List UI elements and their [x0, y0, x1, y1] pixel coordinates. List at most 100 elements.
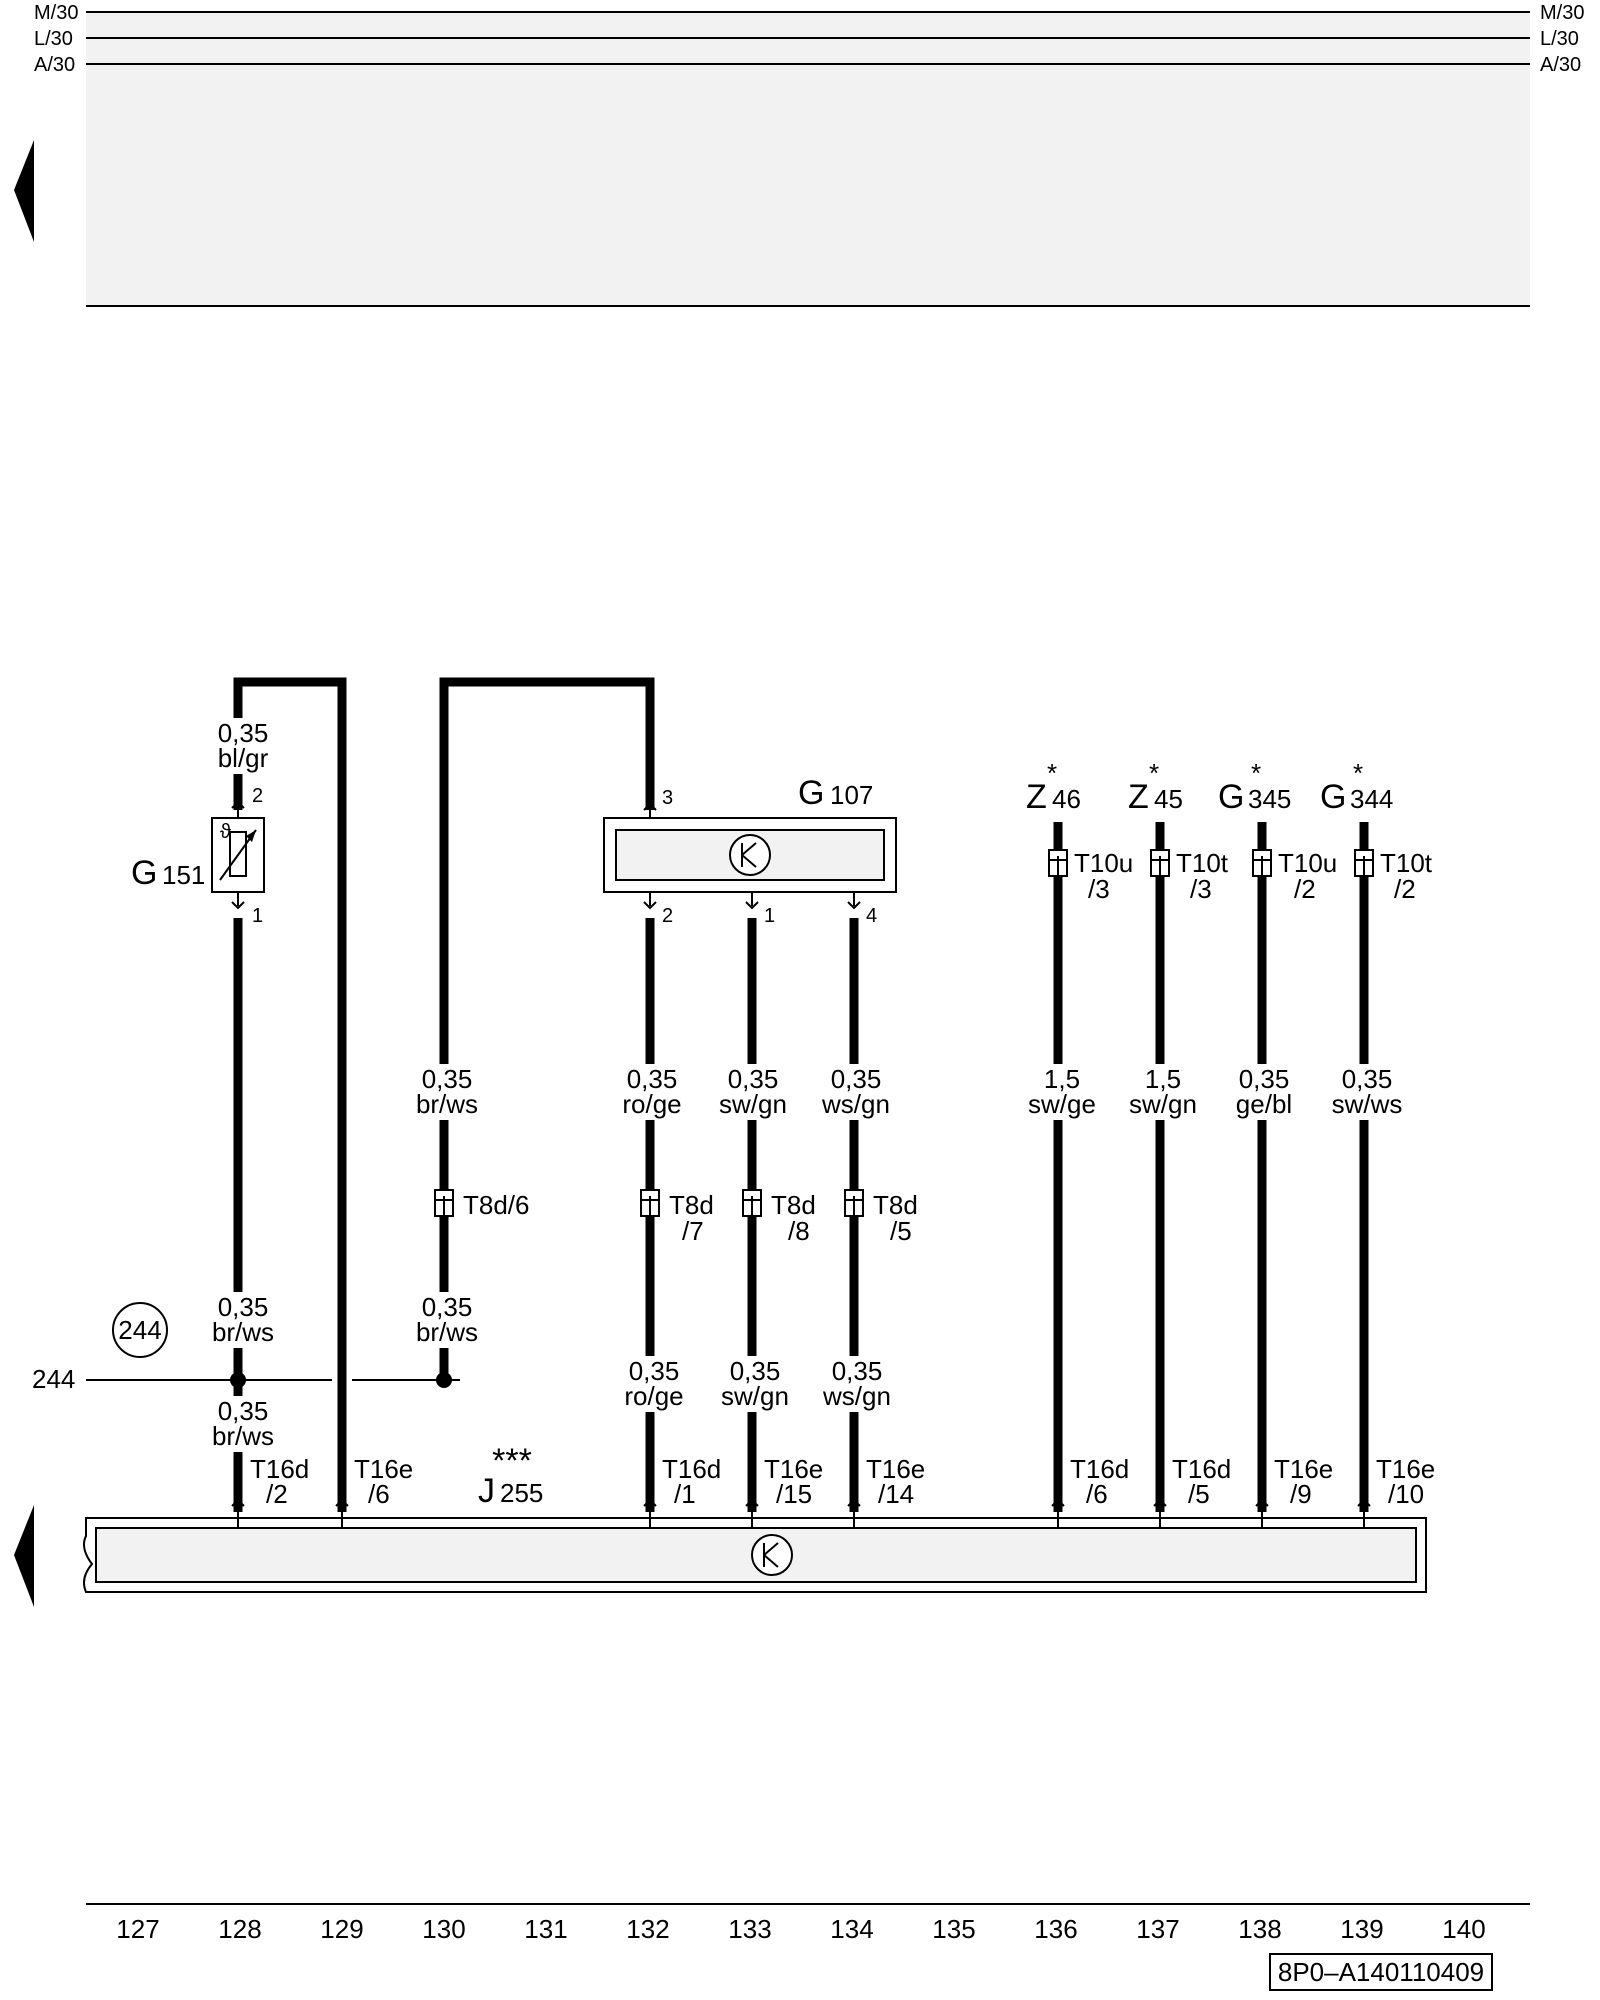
- svg-text:/14: /14: [878, 1479, 914, 1509]
- svg-text:0,35: 0,35: [218, 718, 269, 748]
- wire-label-139: 0,35 sw/ws: [1332, 1064, 1403, 1119]
- wire-label-133-lower: 0,35 sw/gn: [721, 1356, 789, 1411]
- connector-label-130: T8d/6: [463, 1190, 530, 1220]
- temperature-symbol-icon: ϑ: [220, 821, 231, 843]
- connector-label-134-a: T8d: [873, 1190, 918, 1220]
- svg-text:br/ws: br/ws: [212, 1421, 274, 1451]
- g151-pin-1: 1: [252, 905, 263, 927]
- g107-pin-1: 1: [764, 905, 775, 927]
- g107-pin-3: 3: [662, 787, 673, 809]
- wire-label-128-top: 0,35 bl/gr: [218, 718, 269, 773]
- column-number: 137: [1136, 1914, 1179, 1944]
- svg-text:sw/ws: sw/ws: [1332, 1089, 1403, 1119]
- svg-text:sw/gn: sw/gn: [1129, 1089, 1197, 1119]
- connector-label-133-a: T8d: [771, 1190, 816, 1220]
- svg-text:0,35: 0,35: [728, 1064, 779, 1094]
- doc-code: 8P0–A140110409: [1278, 1957, 1484, 1987]
- column-numbers: 127 128 129 130 131 132 133 134 135 136 …: [116, 1914, 1485, 1944]
- column-number: 136: [1034, 1914, 1077, 1944]
- column-number: 131: [524, 1914, 567, 1944]
- svg-text:1,5: 1,5: [1145, 1064, 1181, 1094]
- rail-label-l30-left: L/30: [34, 28, 73, 50]
- splice-point-130: [436, 1372, 452, 1388]
- terminal-label-128: T16d /2: [250, 1454, 309, 1509]
- g107-label-sub: 107: [830, 780, 873, 810]
- sensor-g151: ϑ: [211, 800, 265, 910]
- svg-text:0,35: 0,35: [422, 1292, 473, 1322]
- wire-label-133-upper: 0,35 sw/gn: [719, 1064, 787, 1119]
- svg-text:0,35: 0,35: [832, 1356, 883, 1386]
- g151-pin-2: 2: [252, 785, 263, 807]
- connector-t8d-7: [640, 1189, 660, 1217]
- svg-text:/1: /1: [674, 1479, 696, 1509]
- svg-text:ws/gn: ws/gn: [821, 1089, 890, 1119]
- ground-ref-circle-label: 244: [118, 1315, 161, 1345]
- connector-label-134-b: /5: [890, 1216, 912, 1246]
- fuse-panel-area: [86, 12, 1530, 306]
- arrow-left-icon: [14, 140, 34, 242]
- doc-code-box: [1269, 1953, 1493, 1991]
- svg-text:br/ws: br/ws: [416, 1089, 478, 1119]
- terminal-label-139: T16e /10: [1376, 1454, 1435, 1509]
- connector-t8d-6: [434, 1189, 454, 1217]
- column-number: 138: [1238, 1914, 1281, 1944]
- z45-star: *: [1149, 758, 1159, 788]
- svg-text:T16d: T16d: [662, 1454, 721, 1484]
- svg-text:0,35: 0,35: [730, 1356, 781, 1386]
- svg-text:sw/gn: sw/gn: [719, 1089, 787, 1119]
- svg-text:/15: /15: [776, 1479, 812, 1509]
- connector-label-138-b: /2: [1294, 874, 1316, 904]
- z46-star: *: [1047, 758, 1057, 788]
- svg-text:sw/ge: sw/ge: [1028, 1089, 1096, 1119]
- wire-130-132-loop: [439, 677, 655, 1384]
- svg-text:/5: /5: [1188, 1479, 1210, 1509]
- g107-pin-4: 4: [866, 905, 877, 927]
- z46-label-sub: 46: [1052, 784, 1081, 814]
- connector-t10u-3: [1048, 849, 1068, 877]
- connector-label-137-a: T10t: [1176, 848, 1229, 878]
- rail-label-m30-right: M/30: [1540, 2, 1584, 24]
- svg-text:0,35: 0,35: [831, 1064, 882, 1094]
- rail-label-a30-left: A/30: [34, 54, 75, 76]
- svg-text:/2: /2: [266, 1479, 288, 1509]
- sensor-g107: [603, 802, 897, 910]
- g344-label-main: G: [1320, 778, 1346, 816]
- wire-label-137: 1,5 sw/gn: [1129, 1064, 1197, 1119]
- svg-text:0,35: 0,35: [1342, 1064, 1393, 1094]
- rail-label-l30-right: L/30: [1540, 28, 1579, 50]
- svg-text:ro/ge: ro/ge: [622, 1089, 681, 1119]
- terminal-label-138: T16e /9: [1274, 1454, 1333, 1509]
- connector-label-139-a: T10t: [1380, 848, 1433, 878]
- rail-label-m30-left: M/30: [34, 2, 78, 24]
- wire-label-136: 1,5 sw/ge: [1028, 1064, 1096, 1119]
- connector-t8d-5: [844, 1189, 864, 1217]
- svg-text:br/ws: br/ws: [212, 1317, 274, 1347]
- g345-label-sub: 345: [1248, 784, 1291, 814]
- connector-t8d-8: [742, 1189, 762, 1217]
- svg-text:0,35: 0,35: [218, 1396, 269, 1426]
- wire-label-130-upper: 0,35 br/ws: [416, 1064, 478, 1119]
- column-number: 128: [218, 1914, 261, 1944]
- wire-label-134-lower: 0,35 ws/gn: [822, 1356, 891, 1411]
- svg-text:ws/gn: ws/gn: [822, 1381, 891, 1411]
- j255-stars: ***: [492, 1442, 532, 1480]
- svg-text:/10: /10: [1388, 1479, 1424, 1509]
- svg-text:T16e: T16e: [764, 1454, 823, 1484]
- wire-label-130-lower: 0,35 br/ws: [416, 1292, 478, 1347]
- terminal-label-132: T16d /1: [662, 1454, 721, 1509]
- svg-text:ge/bl: ge/bl: [1236, 1089, 1292, 1119]
- svg-text:0,35: 0,35: [1239, 1064, 1290, 1094]
- wire-label-128-mid: 0,35 br/ws: [212, 1292, 274, 1347]
- connector-label-138-a: T10u: [1278, 848, 1337, 878]
- column-number: 130: [422, 1914, 465, 1944]
- terminal-label-136: T16d /6: [1070, 1454, 1129, 1509]
- svg-text:0,35: 0,35: [422, 1064, 473, 1094]
- connector-t10u-2: [1252, 849, 1272, 877]
- splice-point-128: [230, 1372, 246, 1388]
- svg-text:T16d: T16d: [1070, 1454, 1129, 1484]
- terminal-pins: [231, 1498, 1371, 1528]
- ground-ref-label: 244: [32, 1364, 75, 1394]
- column-number: 139: [1340, 1914, 1383, 1944]
- g345-star: *: [1251, 758, 1261, 788]
